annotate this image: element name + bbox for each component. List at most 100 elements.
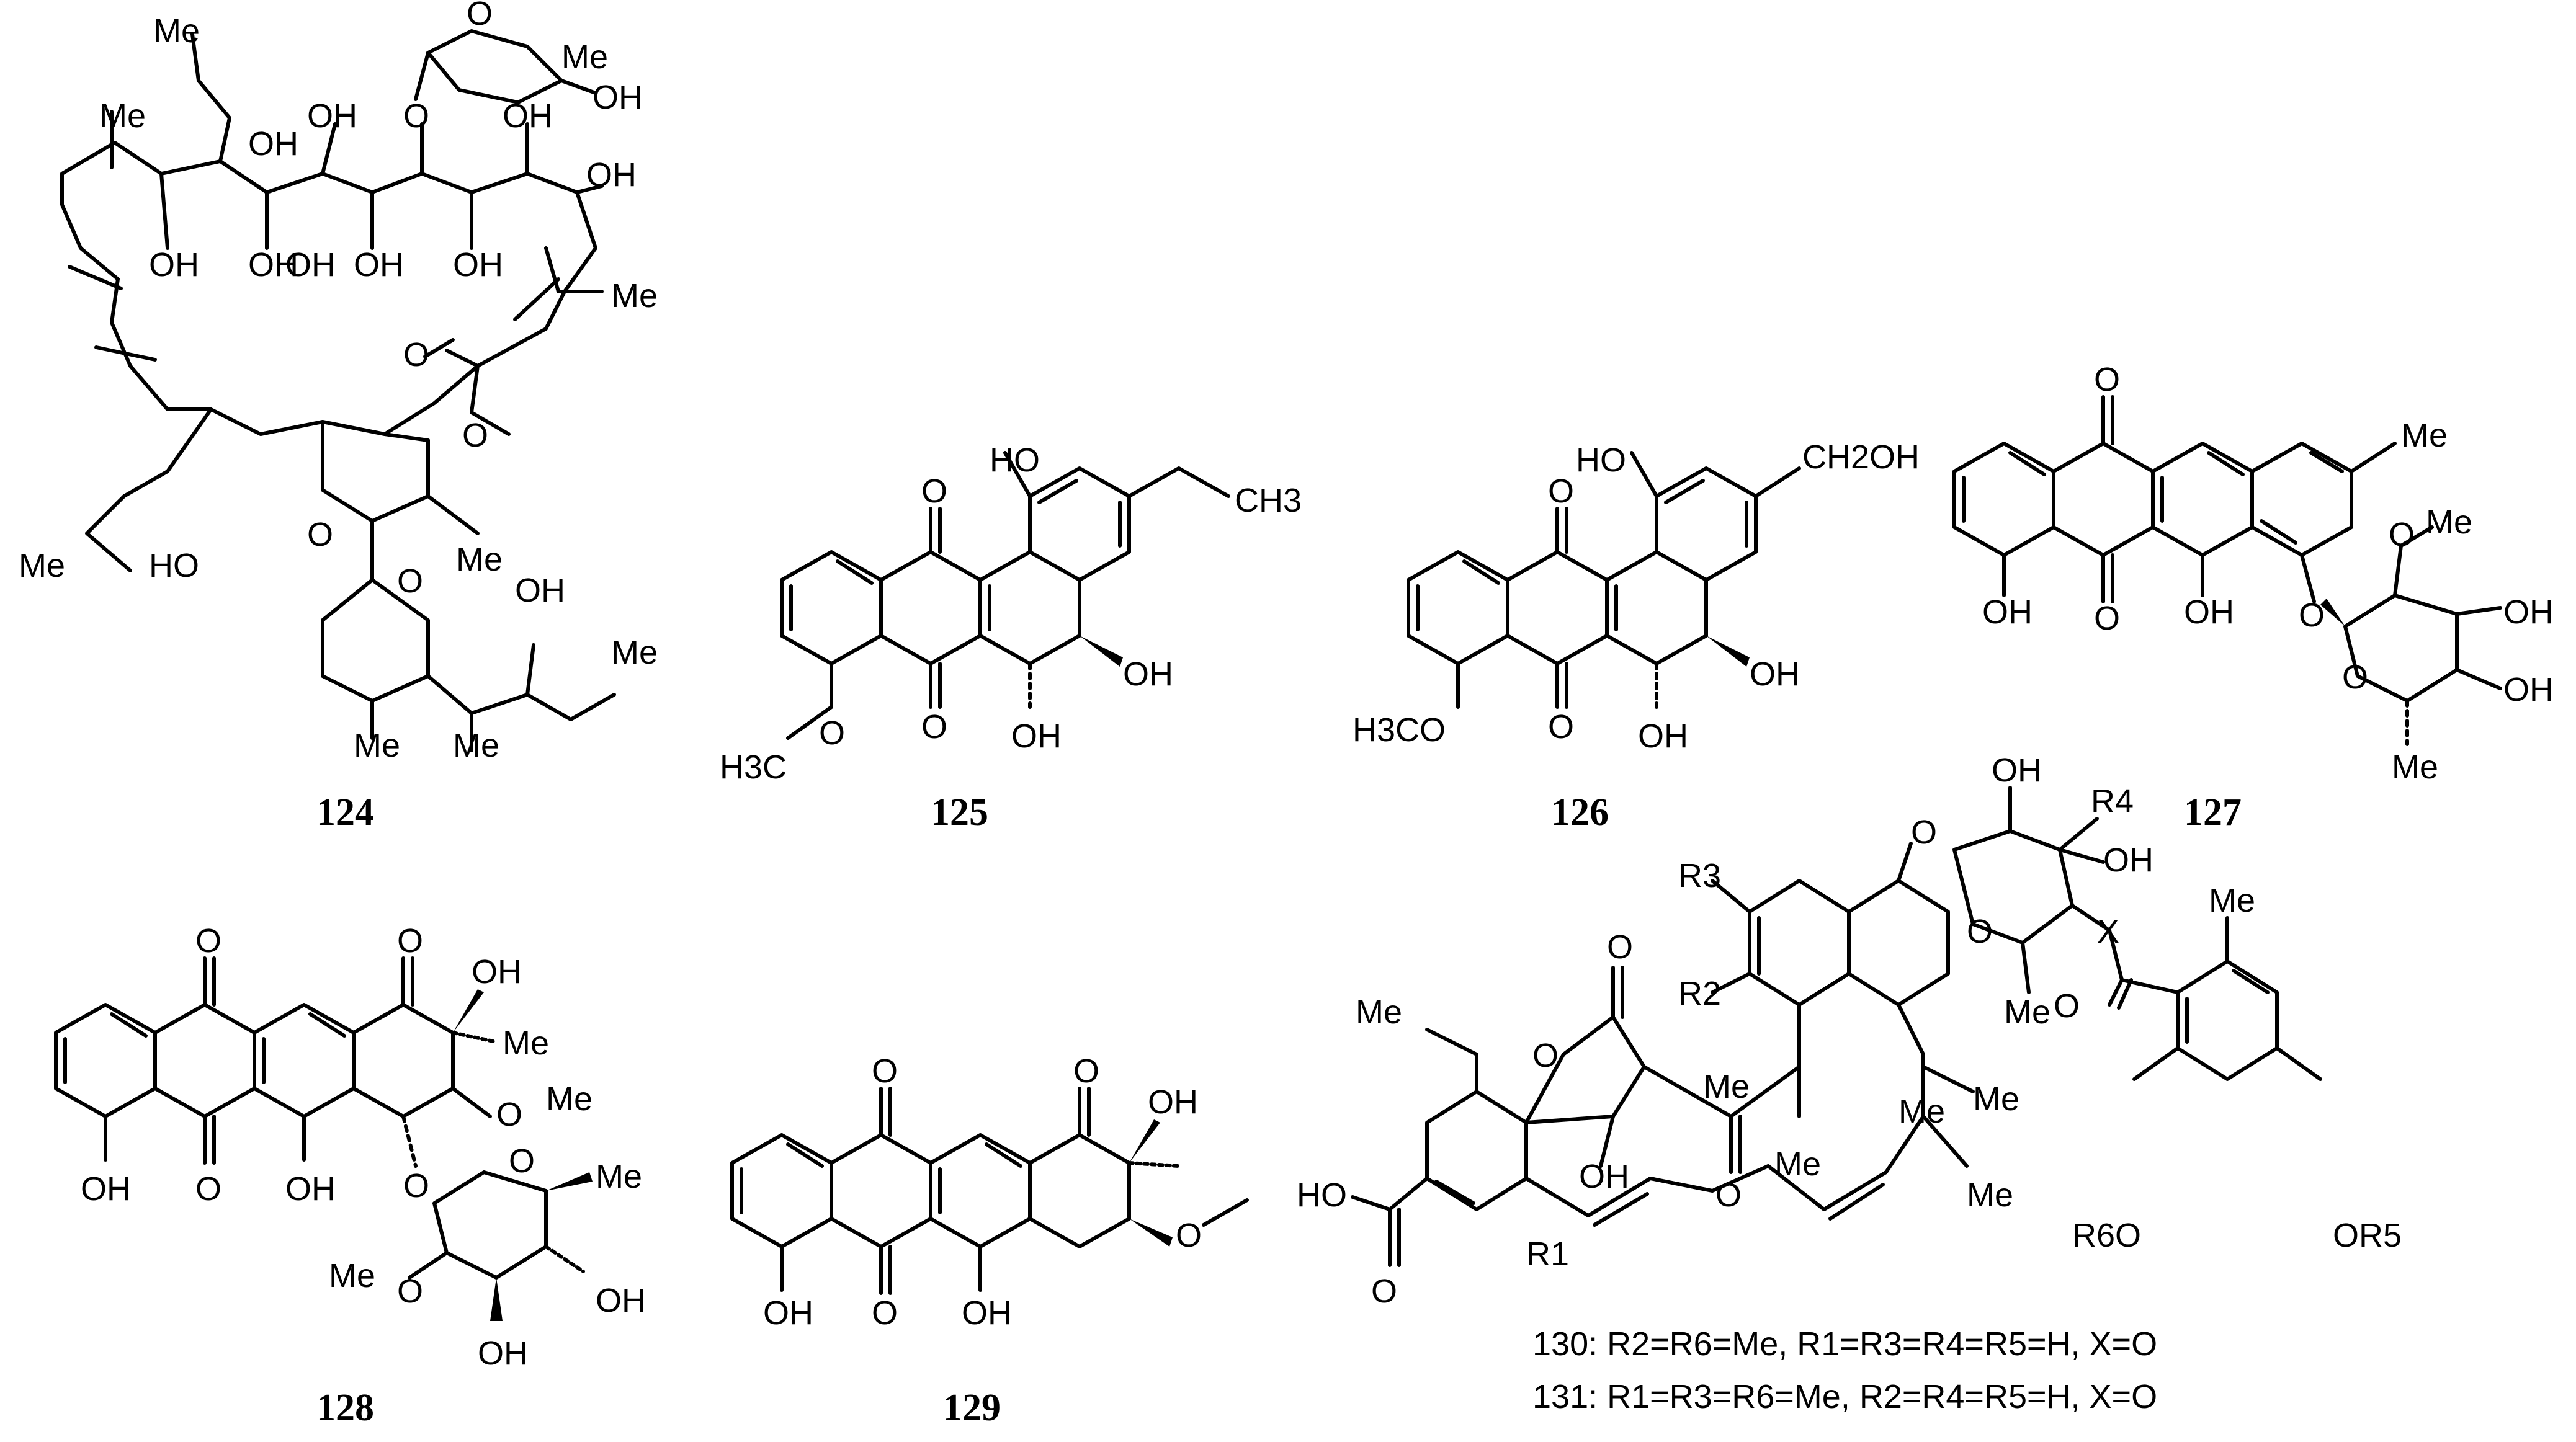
formula-line-130: 130: R2=R6=Me, R1=R3=R4=R5=H, X=O — [1532, 1325, 2157, 1363]
label: Me — [2401, 417, 2448, 454]
compound-127: O Me OH O OH O O Me OH O OH Me 127 — [1952, 361, 2554, 834]
label: O — [1607, 928, 1633, 966]
label: R2 — [1678, 975, 1721, 1012]
label: Me — [611, 277, 658, 314]
compound-number: 126 — [1551, 791, 1609, 834]
substituent-text: : R1=R3=R6=Me, R2=R4=R5=H, X=O — [1588, 1378, 2157, 1415]
label: Me — [1774, 1146, 1821, 1183]
label: O — [872, 1053, 898, 1090]
label: HO — [990, 442, 1040, 479]
label: O — [1548, 473, 1574, 510]
label: O — [921, 473, 947, 510]
label: OH — [354, 246, 404, 283]
label: OH — [515, 572, 565, 609]
label: Me — [1973, 1080, 2019, 1118]
compound-number: 127 — [2184, 791, 2242, 834]
label: Me — [2426, 504, 2472, 541]
label: O — [2094, 600, 2120, 637]
label: O — [496, 1096, 522, 1133]
label: O — [1176, 1217, 1202, 1254]
label: OH — [2503, 594, 2554, 631]
compound-130-131: OH R4 R3 O O OH O R2 X Me Me O Me Me O M… — [1297, 752, 2402, 1310]
formula-line-131: 131: R1=R3=R6=Me, R2=R4=R5=H, X=O — [1532, 1378, 2157, 1415]
label: OH — [2103, 842, 2153, 879]
label: O — [195, 1170, 221, 1208]
label: R3 — [1678, 857, 1721, 894]
substituent-key: 130: R2=R6=Me, R1=R3=R4=R5=H, X=O 131: R… — [1532, 1325, 2157, 1415]
label: OH — [1750, 656, 1800, 693]
label: OH — [307, 97, 357, 135]
label: Me — [546, 1080, 593, 1118]
label: O — [1548, 708, 1574, 745]
label: Me — [2004, 994, 2051, 1031]
label: OH — [248, 125, 298, 162]
label: R6O — [2072, 1217, 2141, 1254]
label: OH — [285, 1170, 336, 1208]
label: X — [2097, 913, 2119, 950]
compound-129: O O OH O OH O OH 129 — [730, 1053, 1249, 1429]
compound-number: 125 — [931, 791, 988, 834]
compound-number: 130 — [1532, 1325, 1588, 1363]
label: Me — [1356, 994, 1402, 1031]
label: O — [397, 1273, 423, 1310]
label: OH — [1148, 1084, 1198, 1121]
label: O — [1532, 1037, 1559, 1074]
label: OH — [81, 1170, 131, 1208]
label: O — [403, 1167, 429, 1204]
label: O — [1715, 1177, 1742, 1214]
label: OH — [1638, 718, 1688, 755]
label: Me — [2209, 882, 2255, 919]
label: OH — [1123, 656, 1173, 693]
label: OH — [586, 156, 637, 194]
label: OH — [1982, 594, 2033, 631]
label: O — [467, 0, 493, 32]
label: CH2OH — [1802, 438, 1920, 476]
label: OH — [248, 246, 298, 283]
label: O — [403, 336, 429, 373]
label: OH — [593, 79, 643, 116]
label: Me — [19, 547, 65, 584]
label: Me — [611, 634, 658, 671]
label: OH — [763, 1294, 813, 1332]
label: R1 — [1526, 1235, 1569, 1273]
compound-number: 128 — [316, 1387, 374, 1429]
label: Me — [99, 97, 146, 135]
label: OH — [2503, 671, 2554, 708]
label: O — [195, 922, 221, 959]
label: OH — [1992, 752, 2042, 789]
label: OH — [596, 1282, 646, 1319]
label: OH — [478, 1335, 528, 1372]
label: Me — [354, 727, 400, 764]
label: O — [509, 1142, 535, 1180]
label: CH3 — [1235, 482, 1302, 519]
compound-125: HO CH3 O OH O OH H3C O 125 — [720, 442, 1302, 834]
label: O — [1073, 1053, 1099, 1090]
label: HO — [1576, 442, 1626, 479]
compound-126: HO CH2OH O OH O OH H3CO 126 — [1353, 438, 1920, 834]
label: O — [872, 1294, 898, 1332]
label: O — [397, 922, 423, 959]
label: O — [307, 516, 333, 553]
substituent-text: : R2=R6=Me, R1=R3=R4=R5=H, X=O — [1588, 1325, 2157, 1363]
label: H3C — [720, 749, 787, 786]
label: HO — [149, 547, 199, 584]
label: OH — [503, 97, 553, 135]
label: H3CO — [1353, 711, 1446, 749]
label: HO — [1297, 1177, 1347, 1214]
label: Me — [153, 12, 200, 50]
label: R4 — [2091, 783, 2134, 820]
label: Me — [561, 38, 608, 76]
label: O — [1967, 913, 1993, 950]
label: O — [2094, 361, 2120, 398]
label: Me — [456, 541, 503, 578]
label: OR5 — [2333, 1217, 2402, 1254]
label: OH — [472, 953, 522, 990]
label: OH — [1011, 718, 1062, 755]
label: Me — [596, 1158, 642, 1195]
label: Me — [2392, 749, 2438, 786]
label: OH — [2184, 594, 2234, 631]
label: O — [2054, 987, 2080, 1025]
label: OH — [453, 246, 503, 283]
label: OH — [1579, 1158, 1629, 1195]
